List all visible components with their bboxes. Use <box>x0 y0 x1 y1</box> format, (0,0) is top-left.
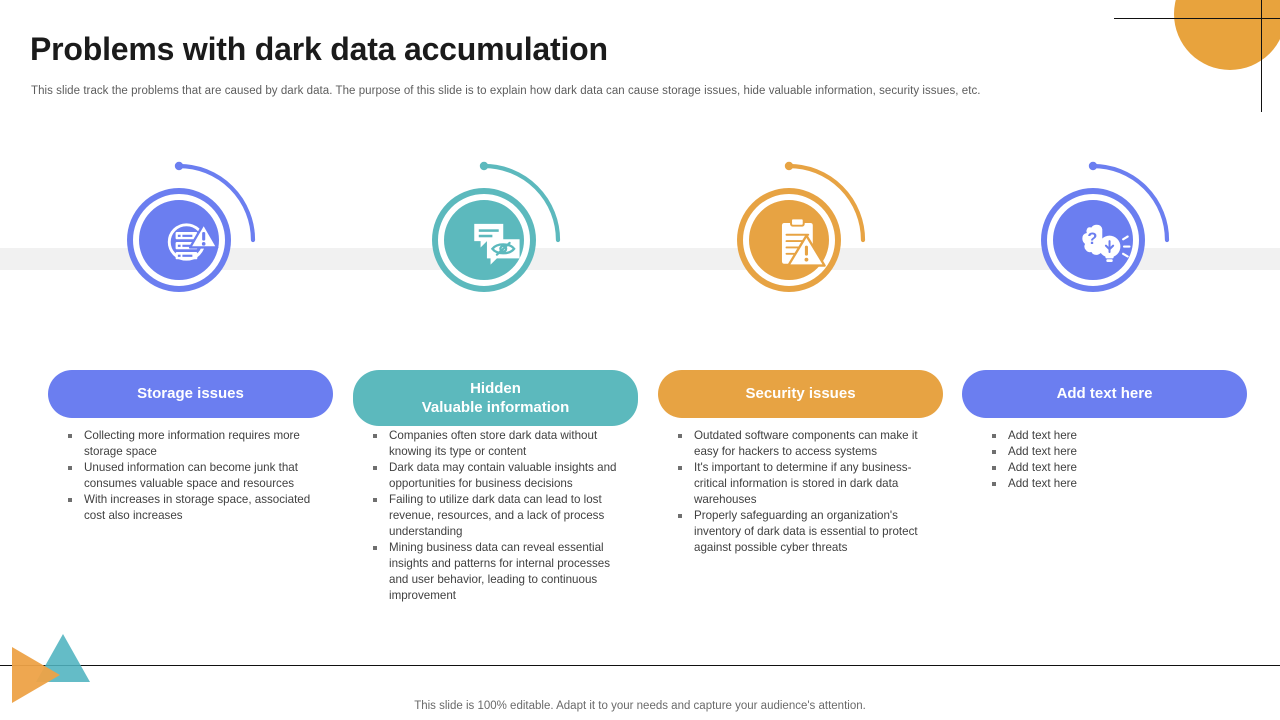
list-item: With increases in storage space, associa… <box>62 492 324 524</box>
list-item: Unused information can become junk that … <box>62 460 324 492</box>
heading-pill-add-text-here[interactable]: Add text here <box>962 370 1247 418</box>
list-item: Failing to utilize dark data can lead to… <box>367 492 629 540</box>
decorative-horizontal-line-bottom <box>0 665 1280 666</box>
bullet-list-security-issues: Outdated software components can make it… <box>672 428 934 556</box>
icon-medallion-add-text-here: ? <box>1015 152 1195 332</box>
list-item-text: Unused information can become junk that … <box>84 461 298 490</box>
decorative-horizontal-line-top-right <box>1114 18 1280 19</box>
list-item-text: Outdated software components can make it… <box>694 429 918 458</box>
bullet-square-icon <box>68 434 72 438</box>
list-item: Properly safeguarding an organization's … <box>672 508 934 556</box>
list-item: It's important to determine if any busin… <box>672 460 934 508</box>
list-item: Mining business data can reveal essentia… <box>367 540 629 604</box>
list-item: Companies often store dark data without … <box>367 428 629 460</box>
list-item-text: Collecting more information requires mor… <box>84 429 300 458</box>
server-warning-icon <box>162 213 220 271</box>
bullet-square-icon <box>992 482 996 486</box>
bullet-square-icon <box>992 450 996 454</box>
list-item-text: With increases in storage space, associa… <box>84 493 311 522</box>
heading-line-2: Valuable information <box>421 399 570 417</box>
list-item-text: Add text here <box>1008 445 1077 458</box>
list-item-text: Add text here <box>1008 461 1077 474</box>
bullet-square-icon <box>992 466 996 470</box>
decorative-orange-triangle <box>12 647 60 703</box>
svg-text:?: ? <box>1087 230 1097 248</box>
heading-line-1: Storage issues <box>137 385 244 403</box>
bullet-square-icon <box>678 514 682 518</box>
icon-medallion-security-issues <box>711 152 891 332</box>
chat-eye-icon <box>467 213 525 271</box>
page-subtitle: This slide track the problems that are c… <box>31 85 981 97</box>
bullet-square-icon <box>68 466 72 470</box>
bullet-square-icon <box>373 498 377 502</box>
list-item: Add text here <box>986 428 1226 444</box>
bullet-square-icon <box>373 546 377 550</box>
heading-pill-security-issues[interactable]: Security issues <box>658 370 943 418</box>
list-item-text: Companies often store dark data without … <box>389 429 598 458</box>
bullet-list-storage-issues: Collecting more information requires mor… <box>62 428 324 524</box>
list-item-text: It's important to determine if any busin… <box>694 461 912 506</box>
heading-line-1: Hidden <box>470 380 521 397</box>
decorative-vertical-line-top-right <box>1261 0 1262 112</box>
heading-line-1: Add text here <box>1056 385 1153 403</box>
bullet-square-icon <box>992 434 996 438</box>
bullet-square-icon <box>373 466 377 470</box>
list-item-text: Mining business data can reveal essentia… <box>389 541 611 602</box>
list-item-text: Add text here <box>1008 477 1077 490</box>
list-item-text: Dark data may contain valuable insights … <box>389 461 617 490</box>
icon-medallion-storage-issues <box>101 152 281 332</box>
bullet-square-icon <box>678 434 682 438</box>
list-item-text: Failing to utilize dark data can lead to… <box>389 493 605 538</box>
bullet-list-hidden-valuable-information: Companies often store dark data without … <box>367 428 629 604</box>
slide-footer-note: This slide is 100% editable. Adapt it to… <box>414 700 866 712</box>
list-item-text: Add text here <box>1008 429 1077 442</box>
list-item: Add text here <box>986 476 1226 492</box>
list-item: Add text here <box>986 444 1226 460</box>
heading-line-1: Security issues <box>745 385 856 403</box>
decorative-grey-band <box>0 248 1280 270</box>
list-item: Collecting more information requires mor… <box>62 428 324 460</box>
brain-bulb-question-icon: ? <box>1076 213 1134 271</box>
icon-medallion-hidden-valuable-information <box>406 152 586 332</box>
bullet-square-icon <box>68 498 72 502</box>
page-title: Problems with dark data accumulation <box>30 31 608 67</box>
list-item: Add text here <box>986 460 1226 476</box>
bullet-square-icon <box>373 434 377 438</box>
list-item: Dark data may contain valuable insights … <box>367 460 629 492</box>
list-item-text: Properly safeguarding an organization's … <box>694 509 918 554</box>
bullet-square-icon <box>678 466 682 470</box>
heading-pill-storage-issues[interactable]: Storage issues <box>48 370 333 418</box>
clipboard-warning-icon <box>772 213 830 271</box>
list-item: Outdated software components can make it… <box>672 428 934 460</box>
